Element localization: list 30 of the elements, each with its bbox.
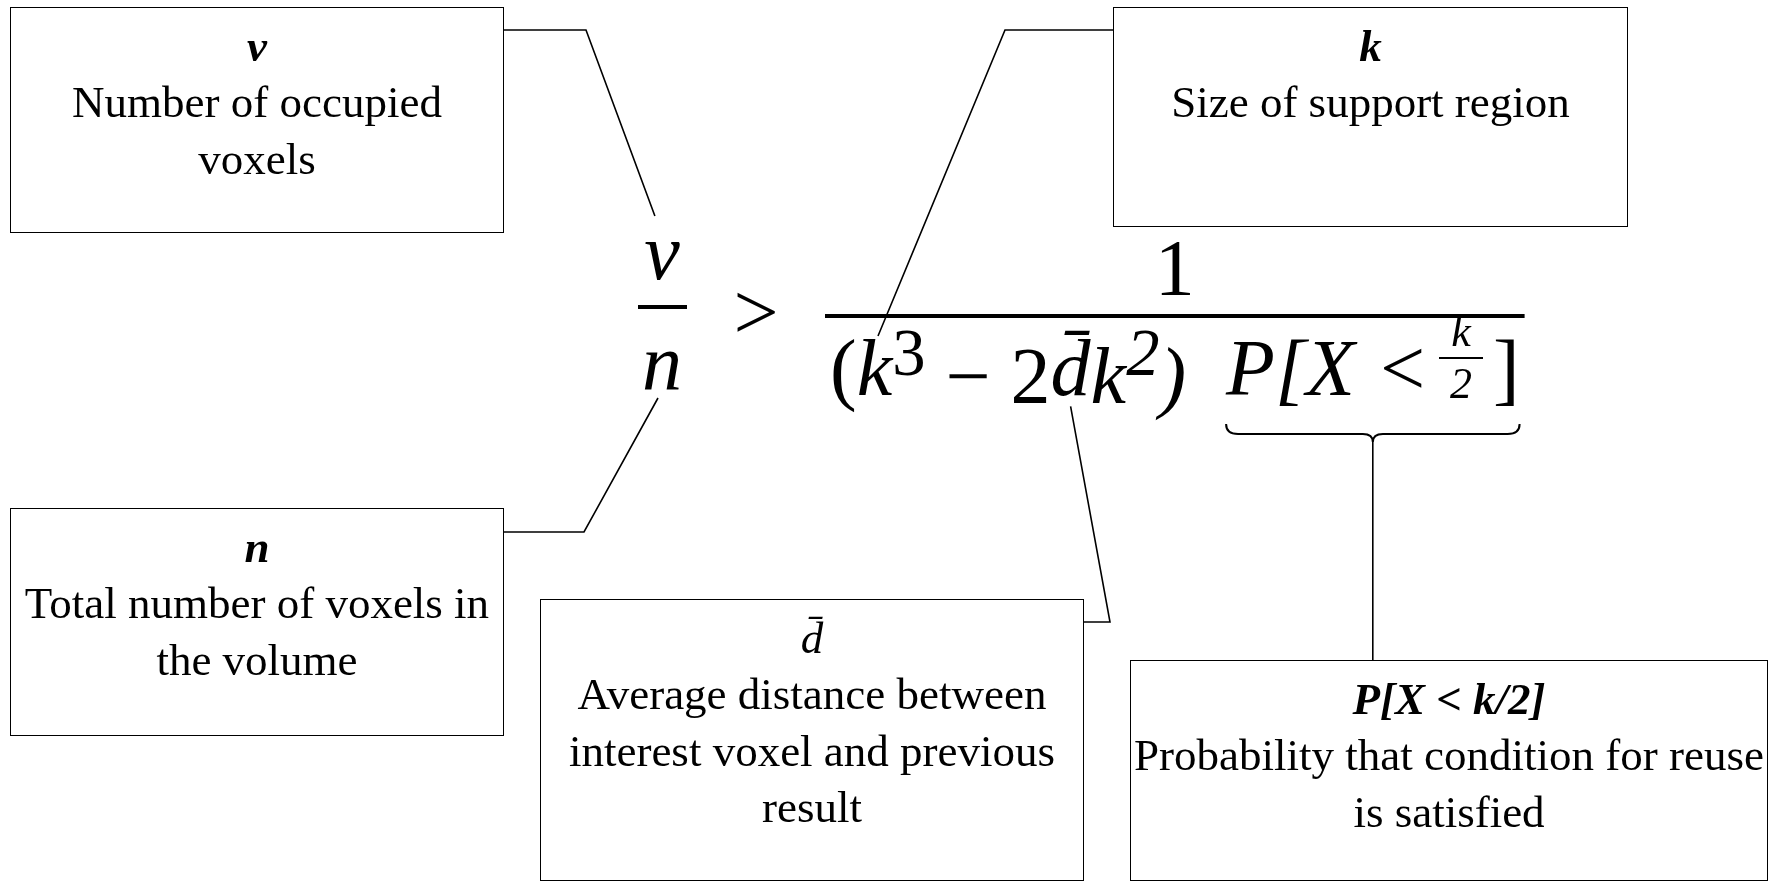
callout-box xyxy=(1130,660,1768,881)
leader-line xyxy=(503,29,656,217)
formula-term: P[X < xyxy=(1226,328,1429,408)
math-symbol: d̄ xyxy=(1050,328,1091,408)
math-symbol: n xyxy=(642,322,682,402)
description-text: Average distance between interest voxel and previous result xyxy=(567,668,1057,834)
description-text: Total number of voxels in the volume xyxy=(23,577,491,687)
formula-term: 1 xyxy=(1154,228,1195,308)
leader-line xyxy=(503,397,659,533)
leader-line xyxy=(877,29,1114,337)
leader-line xyxy=(1372,441,1374,661)
leader-line xyxy=(1069,405,1111,623)
callout-box xyxy=(540,599,1084,881)
callout-box xyxy=(10,7,504,233)
math-symbol: k xyxy=(856,328,893,408)
callout-box xyxy=(1113,7,1628,227)
symbol-heading: n xyxy=(244,521,270,574)
description-text: Probability that condition for reuse is satisfied xyxy=(1133,729,1765,839)
callout-box xyxy=(10,508,504,736)
description-text: Size of support region xyxy=(1171,76,1570,130)
math-symbol: v xyxy=(644,212,680,292)
description-text: Number of occupied voxels xyxy=(71,76,443,186)
underbrace xyxy=(1225,423,1521,443)
symbol-heading: d̄ xyxy=(800,612,824,665)
symbol-heading: P[X < k/2] xyxy=(1352,673,1546,726)
formula-term: 2 xyxy=(1449,362,1472,406)
formula-term: ] xyxy=(1492,328,1520,408)
symbol-heading: k xyxy=(1359,20,1382,73)
symbol-heading: v xyxy=(247,20,267,73)
formula-term: > xyxy=(733,272,779,352)
